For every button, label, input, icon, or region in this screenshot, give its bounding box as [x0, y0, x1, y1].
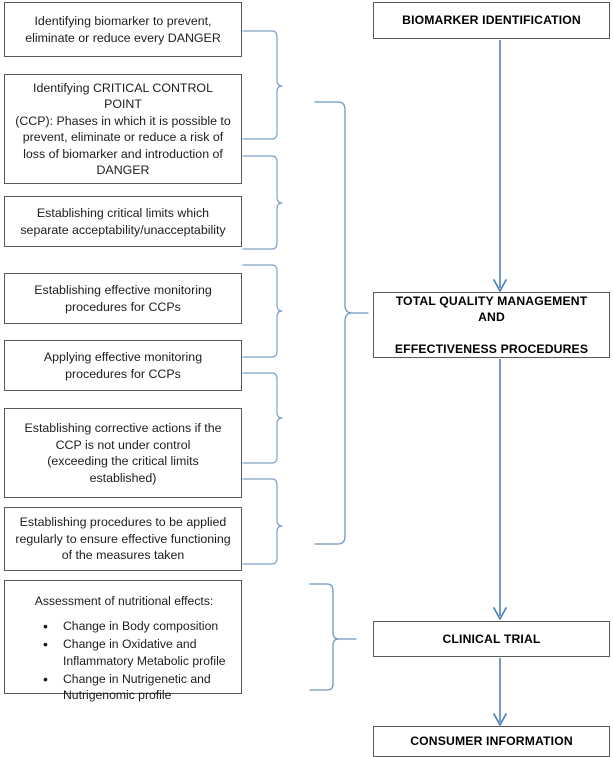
brace-steps-1-2: [242, 30, 283, 140]
assessment-bullet-item: Change in Body composition: [43, 617, 231, 636]
outcome-box-biomarker-identification[interactable]: BIOMARKER IDENTIFICATION: [373, 2, 610, 39]
outcome-text: CLINICAL TRIAL: [442, 631, 541, 646]
brace-steps-6-7: [242, 372, 283, 464]
assessment-bullet-list: Change in Body composition Change in Oxi…: [17, 617, 231, 703]
step-box-critical-limits[interactable]: Establishing critical limits which separ…: [4, 196, 242, 247]
step-box-apply-monitoring[interactable]: Applying effective monitoring procedures…: [4, 340, 242, 391]
assessment-bullet-item: Change in Oxidative and Inflammatory Met…: [43, 635, 231, 668]
assessment-brace: [309, 583, 340, 691]
outcome-box-consumer-information[interactable]: CONSUMER INFORMATION: [373, 726, 610, 757]
step-text: Applying effective monitoring procedures…: [43, 350, 203, 381]
brace-steps-3-4: [242, 155, 283, 250]
outcome-box-total-quality-management[interactable]: TOTAL QUALITY MANAGEMENT AND EFFECTIVENE…: [373, 292, 610, 358]
step-text: Establishing critical limits which separ…: [20, 206, 226, 237]
assessment-bullet-item: Change in Nutrigenetic and Nutrigenomic …: [43, 670, 231, 703]
main-brace: [314, 101, 353, 545]
step-box-identify-biomarker[interactable]: Identifying biomarker to prevent, elimin…: [4, 2, 242, 57]
outcome-box-clinical-trial[interactable]: CLINICAL TRIAL: [373, 621, 610, 657]
brace-steps-5-6: [242, 264, 283, 358]
brace-step-7-tail: [242, 478, 283, 565]
step-box-verification-procedures[interactable]: Establishing procedures to be applied re…: [4, 507, 242, 571]
step-box-establish-monitoring[interactable]: Establishing effective monitoring proced…: [4, 273, 242, 324]
outcome-text: CONSUMER INFORMATION: [410, 734, 573, 749]
step-box-assessment-nutritional-effects[interactable]: Assessment of nutritional effects: Chang…: [4, 580, 242, 702]
step-text: Establishing effective monitoring proced…: [34, 283, 212, 314]
outcome-text: TOTAL QUALITY MANAGEMENT AND EFFECTIVENE…: [394, 293, 589, 357]
arrow-biomarker-to-tqm-head: [493, 279, 507, 292]
step-text: Identifying biomarker to prevent, elimin…: [25, 14, 221, 45]
assessment-heading: Assessment of nutritional effects:: [34, 594, 214, 608]
step-text: Establishing procedures to be applied re…: [15, 515, 231, 563]
step-text: Identifying CRITICAL CONTROL POINT (CCP)…: [15, 80, 231, 178]
step-box-identify-ccp[interactable]: Identifying CRITICAL CONTROL POINT (CCP)…: [4, 74, 242, 184]
outcome-text: BIOMARKER IDENTIFICATION: [402, 13, 581, 28]
step-box-corrective-actions[interactable]: Establishing corrective actions if the C…: [4, 408, 242, 498]
arrow-tqm-to-trial-head: [493, 607, 507, 620]
step-text: Establishing corrective actions if the C…: [24, 421, 222, 485]
arrow-trial-to-consumer-head: [493, 713, 507, 726]
